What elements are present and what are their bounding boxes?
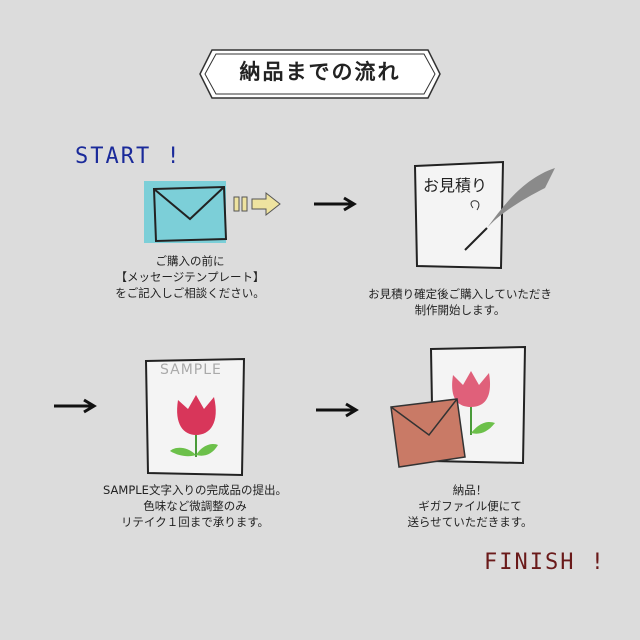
delivery-envelope-tulip-icon <box>390 345 527 468</box>
sample-illustration-text: SAMPLE <box>160 362 222 378</box>
arrow-right-icon <box>316 402 359 418</box>
finish-label: FINISH ! <box>484 550 606 575</box>
envelope-icon <box>144 181 281 243</box>
estimate-quill-icon <box>413 160 555 270</box>
sample-tulip-icon <box>144 357 246 477</box>
step-1-caption: ご購入の前に【メッセージテンプレート】をご記入しご相談ください。 <box>115 254 265 300</box>
start-label: START ! <box>75 144 182 169</box>
title-frame <box>199 49 441 99</box>
page-title: 納品までの流れ <box>239 60 401 84</box>
arrow-right-icon <box>54 398 97 414</box>
step-4-caption: 納品！ギガファイル便にて送らせていただきます。 <box>407 483 533 529</box>
estimate-illustration-text: お見積り <box>423 176 488 195</box>
arrow-right-icon <box>314 196 357 212</box>
step-2-caption: お見積り確定後ご購入していただき制作開始します。 <box>368 287 552 317</box>
step-3-caption: SAMPLE文字入りの完成品の提出。色味など微調整のみリテイク１回まで承ります。 <box>103 483 287 529</box>
